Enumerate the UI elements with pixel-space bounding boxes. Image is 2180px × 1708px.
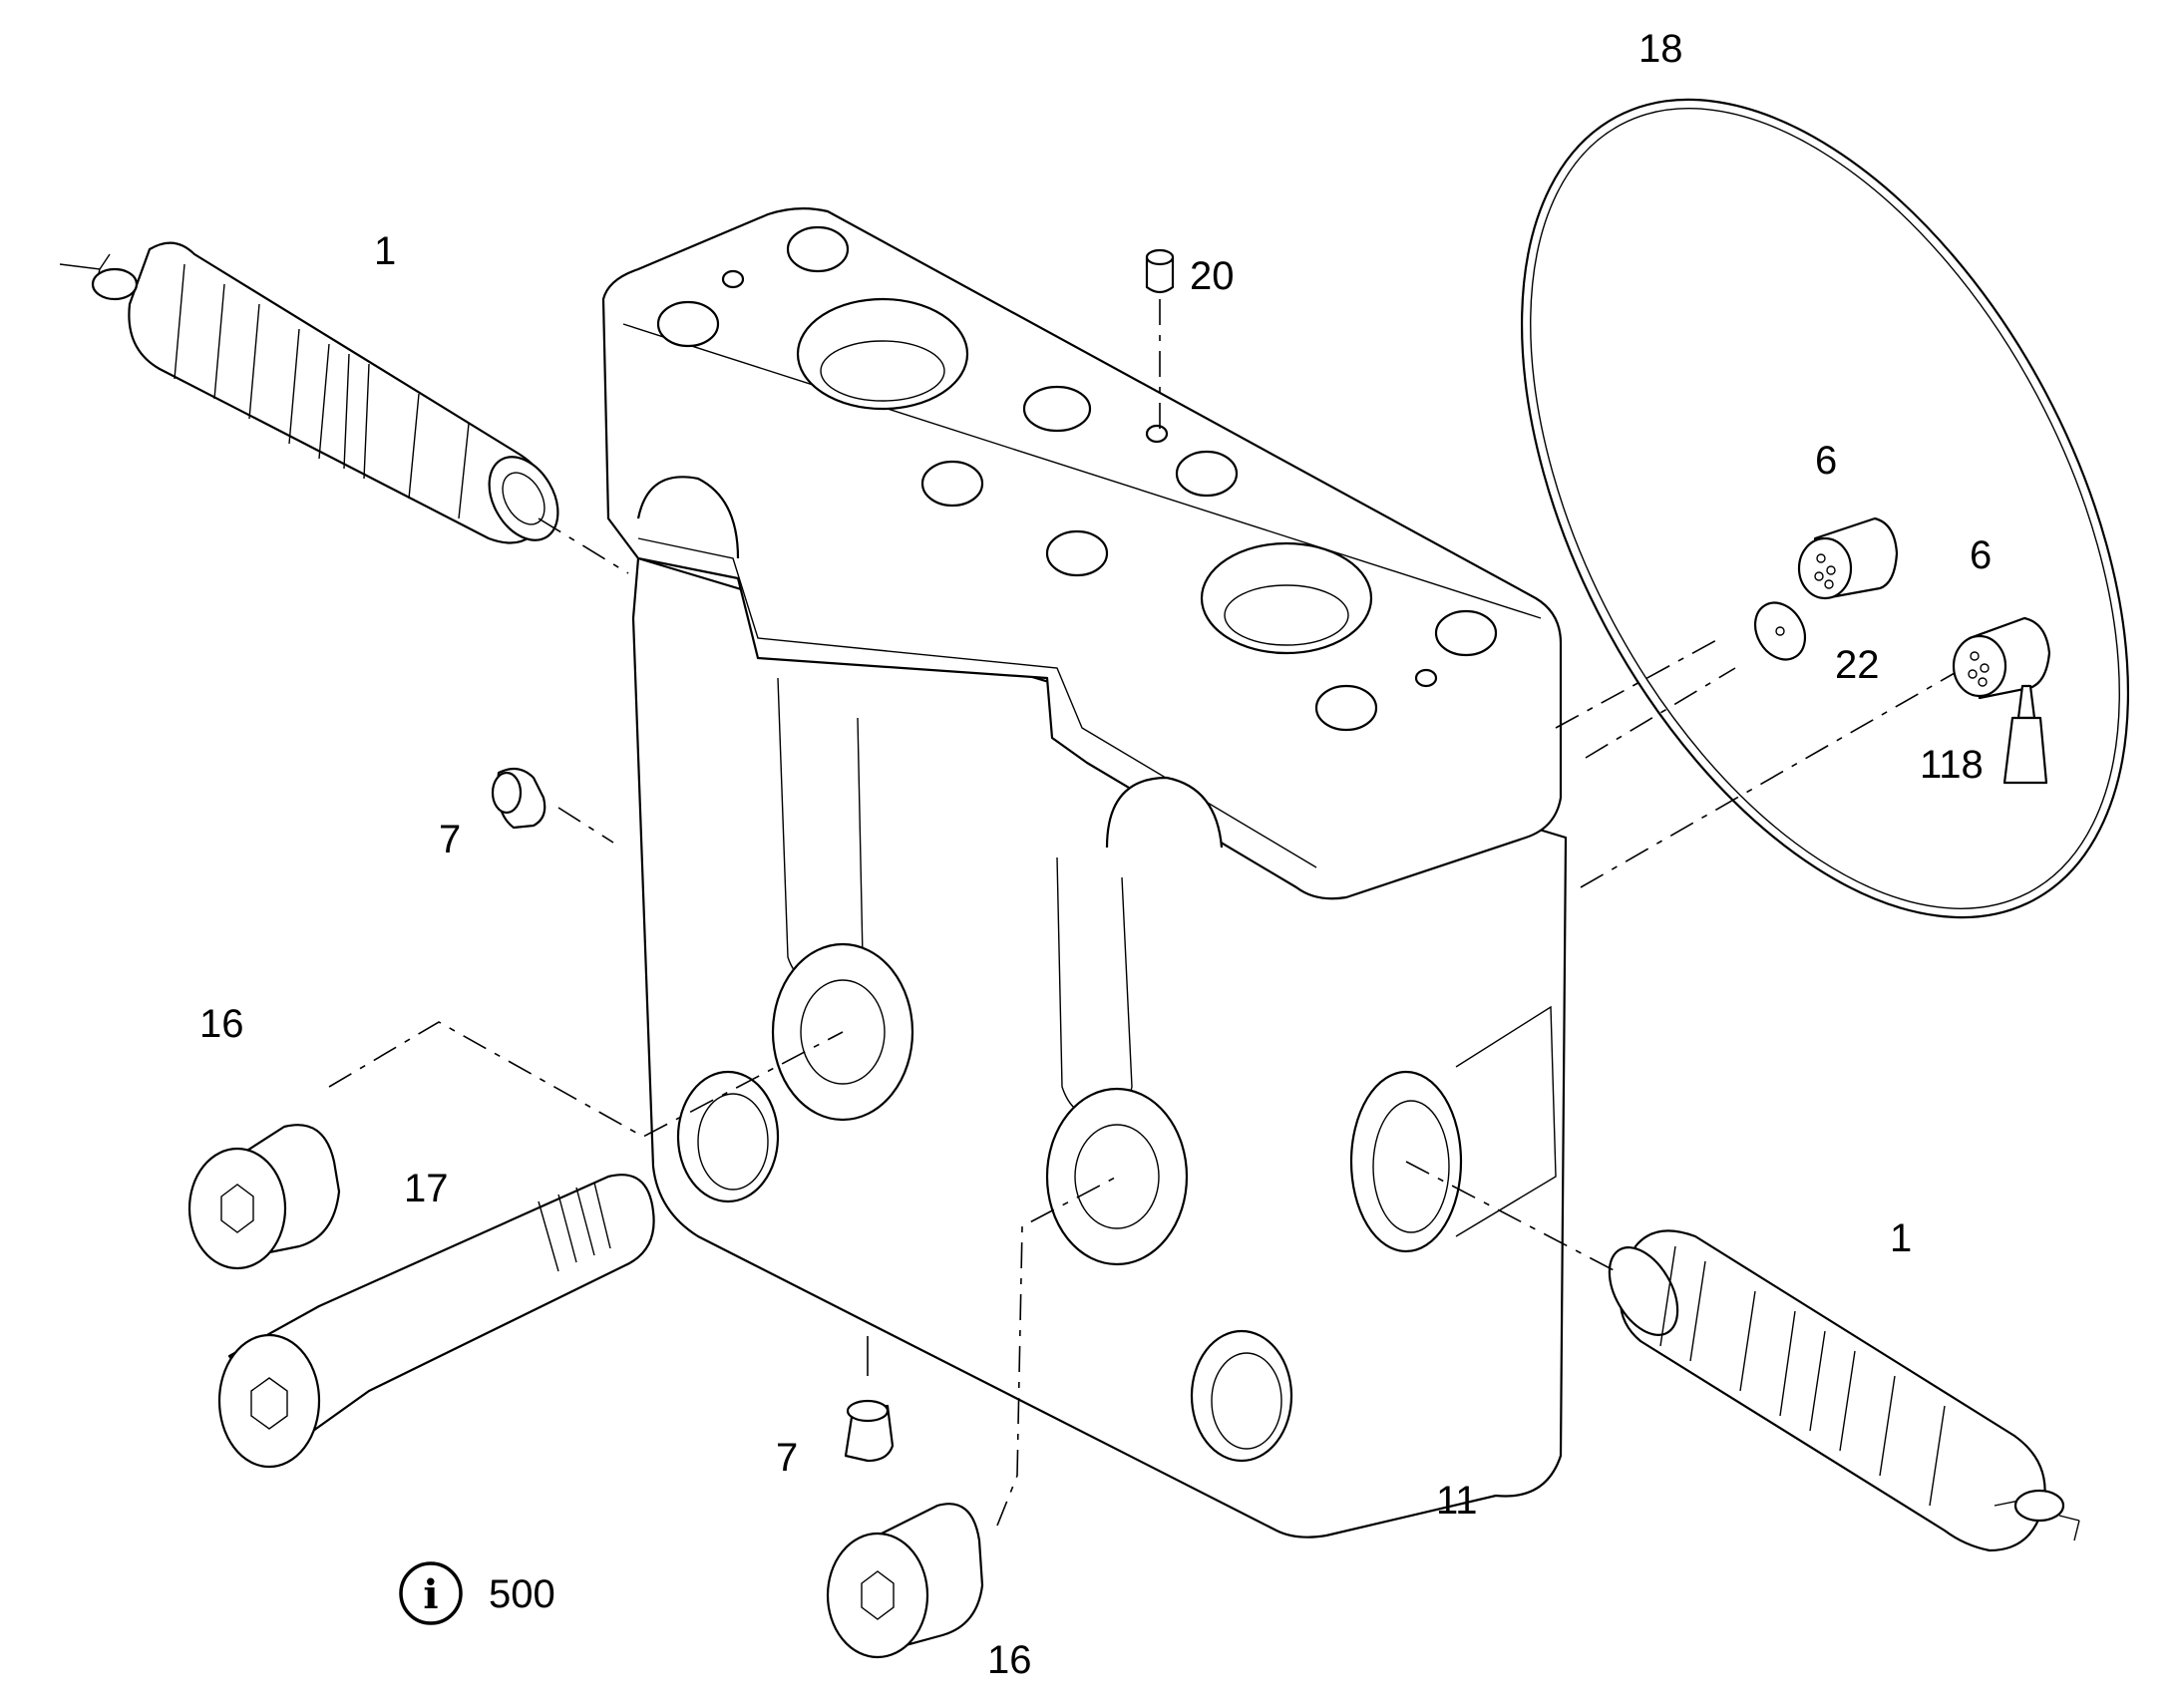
callout-labels: 1 1 6 6 7 7 11 16 16 17 18 20 22 118 (199, 27, 1992, 1682)
screw-plug-bottom (844, 1399, 895, 1463)
callout-plate-body: 11 (1436, 1479, 1478, 1523)
plug-six-a (1797, 516, 1899, 600)
callout-o-ring: 18 (1638, 27, 1683, 71)
info-note: i 500 (399, 1561, 555, 1625)
callout-plug-bottom: 16 (987, 1638, 1032, 1682)
info-circle-icon (399, 1561, 463, 1625)
callout-plug-six-a: 6 (1815, 439, 1837, 483)
callout-pin: 20 (1190, 254, 1235, 298)
callout-socket-screw: 17 (404, 1167, 449, 1210)
callout-screw-plug-left: 7 (439, 818, 461, 861)
screw-plug-left (491, 767, 546, 830)
cartridge-valve-bottom-right (1608, 1229, 2080, 1552)
cartridge-valve-top-left (59, 241, 559, 544)
socket-head-screw (217, 1174, 655, 1469)
callout-valve-top-left: 1 (374, 229, 396, 273)
leader-lines (328, 299, 1956, 1527)
info-reference: 500 (489, 1572, 555, 1616)
plug-bottom (826, 1503, 984, 1659)
plug-six-b (1952, 616, 2051, 700)
callout-adhesive-tube: 118 (1920, 743, 1984, 787)
adhesive-tube (2002, 684, 2048, 785)
o-ring-part (1520, 98, 2130, 919)
callout-valve-bottom-right: 1 (1890, 1216, 1912, 1260)
valve-plate-body (601, 207, 1568, 1538)
plug-left (187, 1124, 341, 1270)
callout-washer: 22 (1835, 643, 1880, 687)
callout-plug-left: 16 (199, 1002, 244, 1046)
info-glyph: i (423, 1571, 438, 1618)
washer-part (1753, 601, 1807, 661)
callout-screw-plug-bottom: 7 (776, 1436, 798, 1480)
callout-plug-six-b: 6 (1970, 533, 1992, 577)
pin-part (1145, 248, 1175, 294)
